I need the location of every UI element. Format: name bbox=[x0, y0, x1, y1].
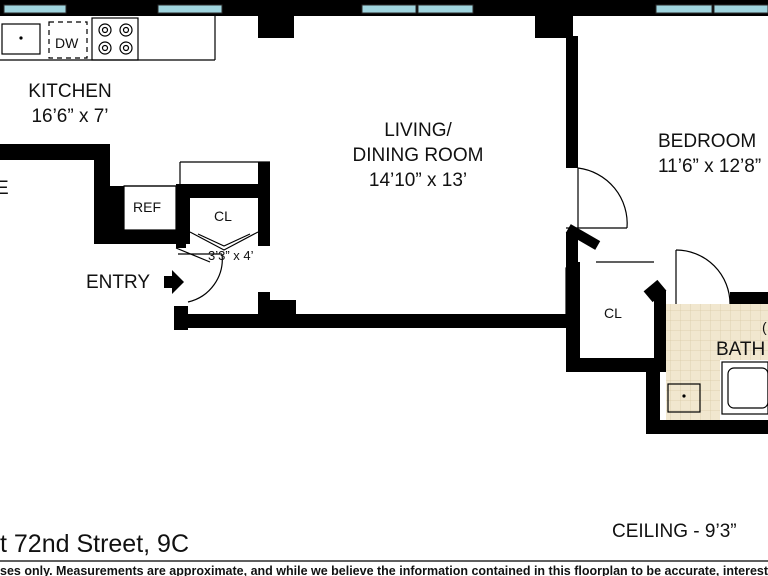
address: t 72nd Street, 9C bbox=[0, 530, 189, 558]
entry-arrow-icon bbox=[164, 270, 184, 294]
kitchen-name: KITCHEN bbox=[28, 81, 111, 102]
closet-entry-name: CL bbox=[214, 208, 232, 224]
bath-edge-glyph: ( bbox=[762, 319, 767, 335]
kitchen-dims: 16’6” x 7’ bbox=[31, 106, 108, 127]
living-name-line2: DINING ROOM bbox=[353, 145, 484, 166]
left-walls: REF bbox=[0, 144, 190, 244]
dishwasher bbox=[48, 21, 88, 59]
stove-burner-icon bbox=[98, 23, 133, 55]
closet-bedroom-name: CL bbox=[604, 305, 622, 321]
window-6 bbox=[713, 4, 768, 14]
entry-door bbox=[175, 244, 223, 303]
window-1 bbox=[3, 4, 67, 14]
kitchen-sink bbox=[1, 23, 41, 55]
pilaster bbox=[258, 12, 294, 38]
bath-sink bbox=[667, 383, 701, 413]
ceiling-height: CEILING - 9’3” bbox=[612, 521, 737, 542]
bedroom-dims: 11’6” x 12’8” bbox=[658, 156, 761, 177]
refrigerator-label: REF bbox=[133, 199, 161, 215]
bedroom-name: BEDROOM bbox=[658, 131, 756, 152]
bedroom-closet bbox=[556, 224, 667, 372]
window-3 bbox=[361, 4, 417, 14]
stove bbox=[91, 17, 139, 61]
dishwasher-label: DW bbox=[55, 35, 79, 51]
bath-name: BATH bbox=[716, 339, 765, 360]
refrigerator bbox=[123, 185, 177, 231]
entry-name: ENTRY bbox=[86, 272, 150, 293]
kitchen-counter: DW bbox=[0, 16, 216, 61]
top-exterior-wall bbox=[0, 0, 768, 38]
entry-closet bbox=[179, 161, 270, 251]
bathroom bbox=[646, 249, 768, 434]
disclaimer: ses only. Measurements are approximate, … bbox=[0, 564, 768, 576]
living-name-line1: LIVING/ bbox=[384, 120, 452, 141]
bottom-wall bbox=[174, 292, 568, 330]
left-edge-glyph: E bbox=[0, 178, 9, 199]
bedroom-door bbox=[566, 167, 628, 229]
bathtub bbox=[721, 361, 768, 415]
living-dims: 14’10” x 13’ bbox=[369, 170, 467, 191]
window-2 bbox=[157, 4, 223, 14]
window-4 bbox=[417, 4, 474, 14]
pilaster bbox=[535, 12, 573, 38]
window-5 bbox=[655, 4, 713, 14]
partition-wall bbox=[566, 36, 578, 168]
closet-entry-dims: 3’3” x 4’ bbox=[208, 248, 254, 263]
